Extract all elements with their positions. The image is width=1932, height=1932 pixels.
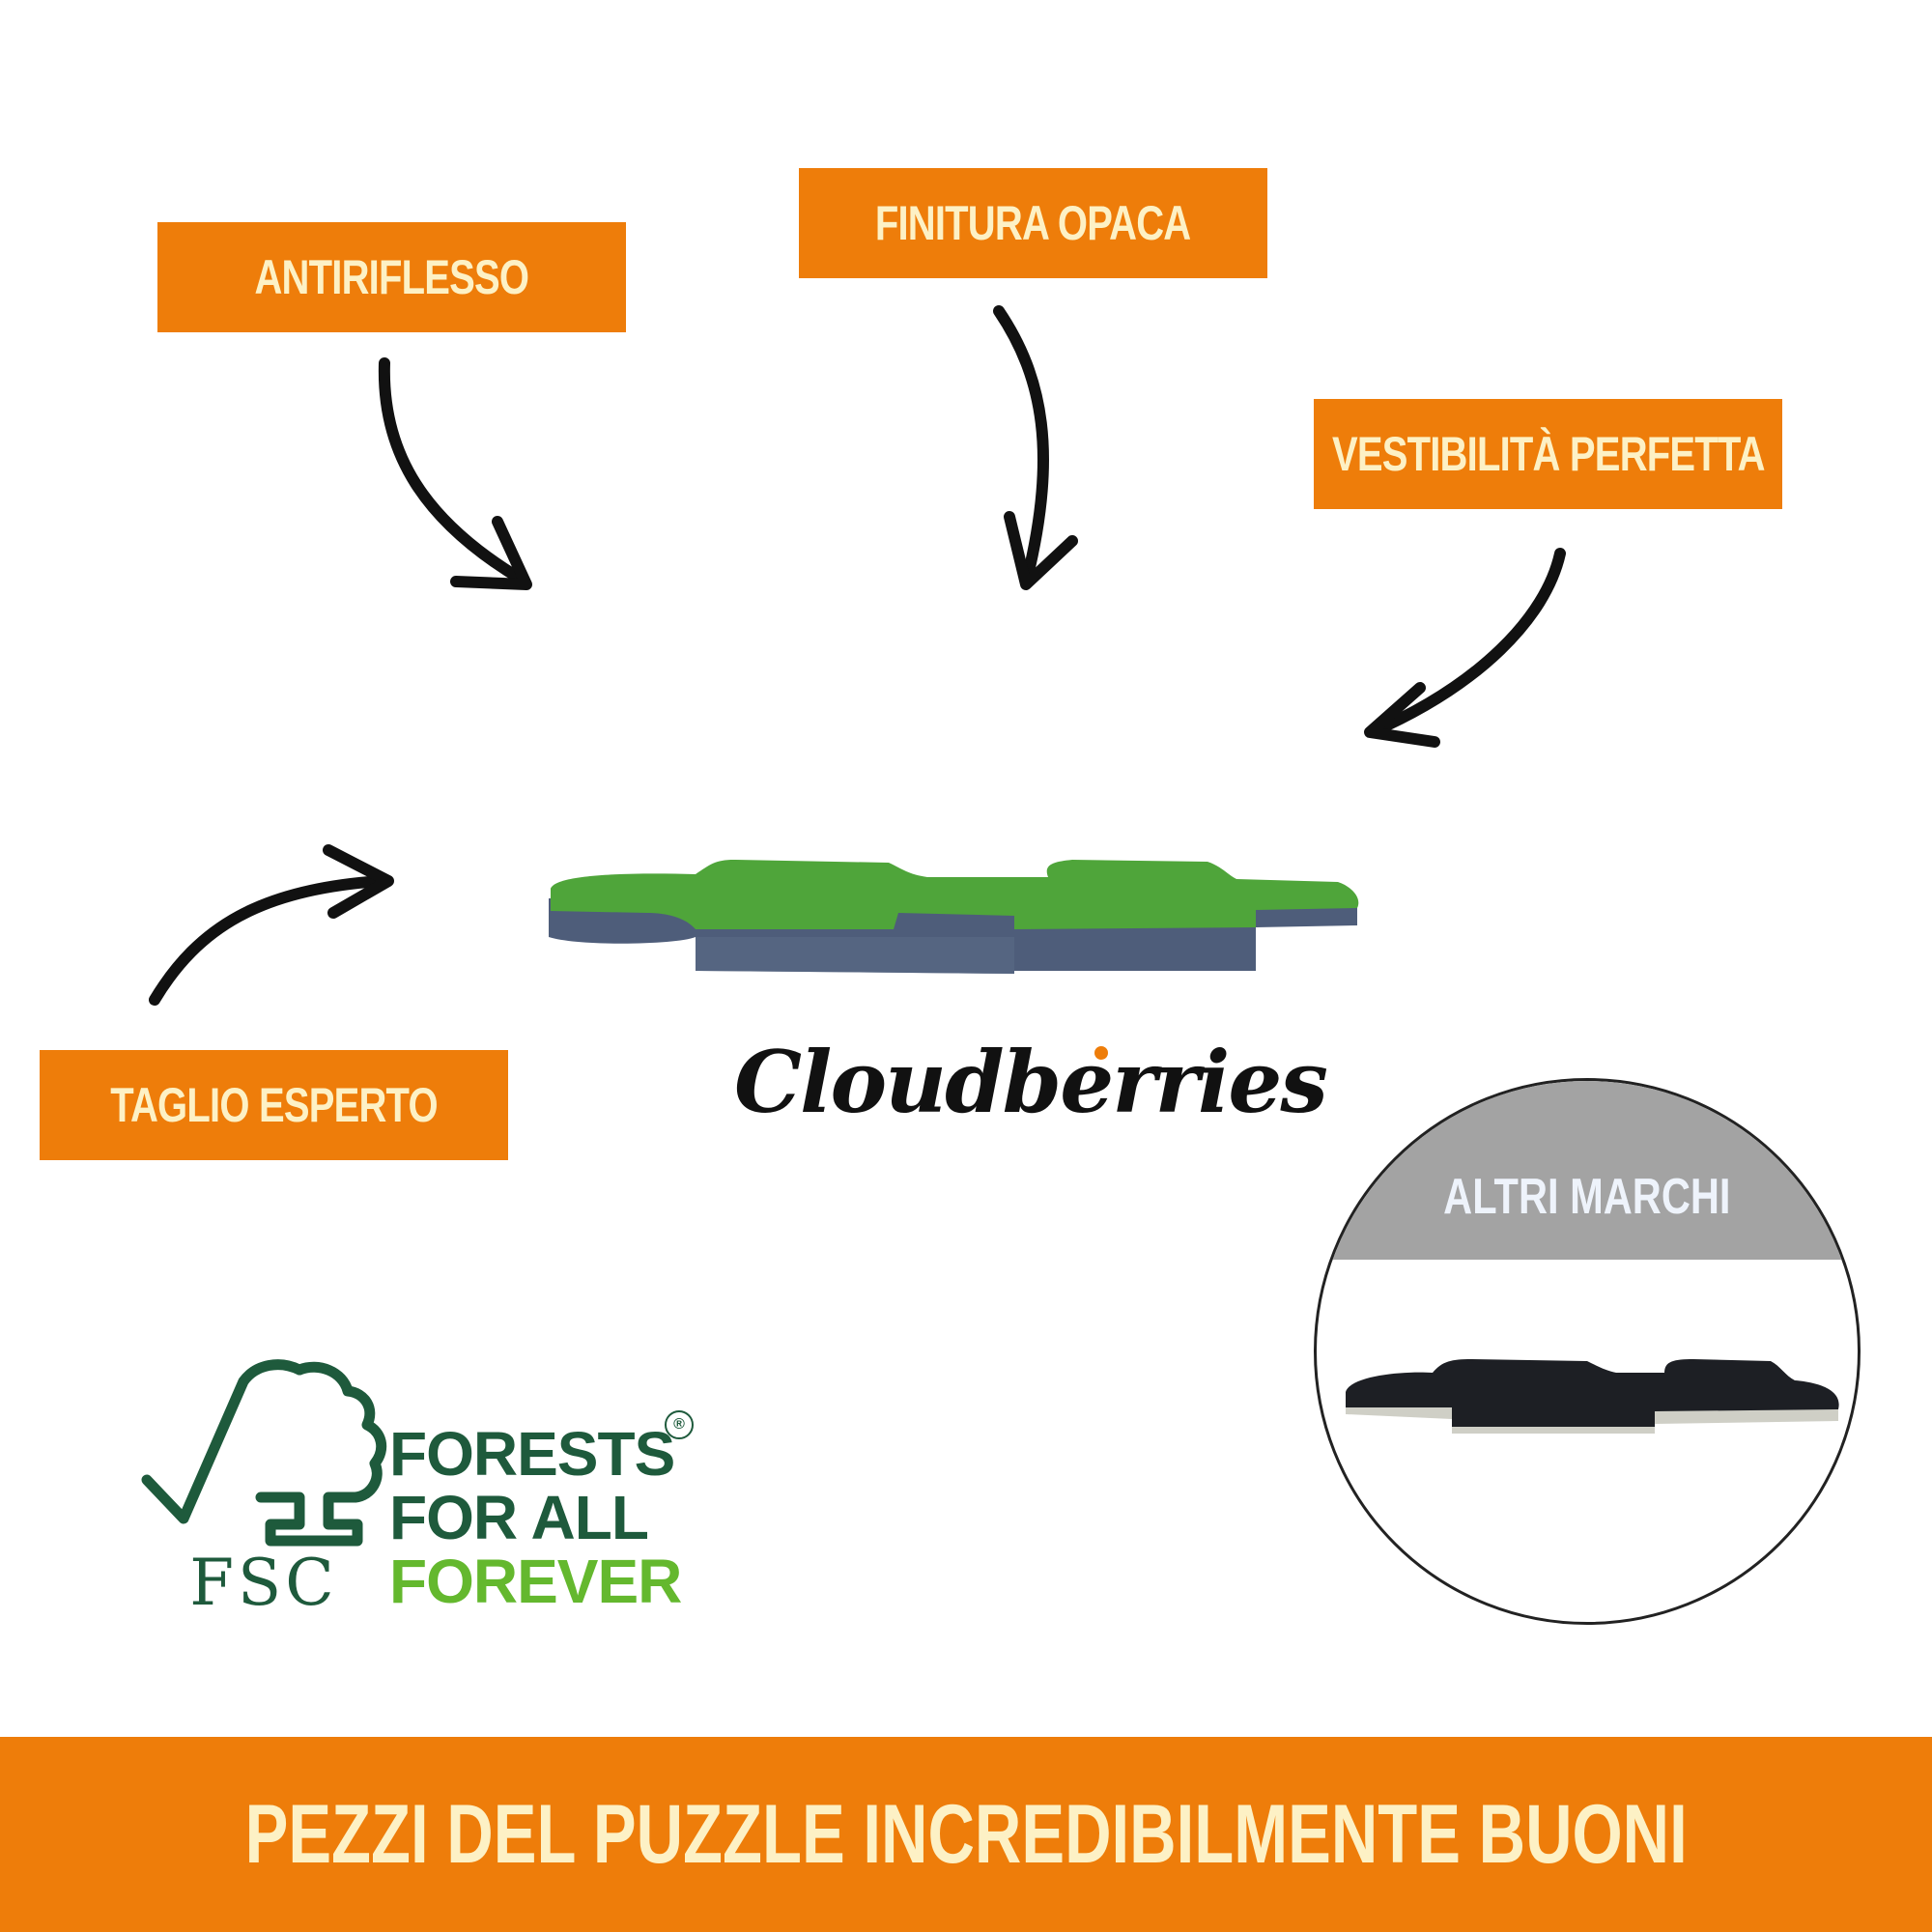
footer-title-text: PEZZI DEL PUZZLE INCREDIBILMENTE BUONI [244,1787,1688,1881]
arrowhead-finitura-icon [1004,511,1078,590]
other-brand-puzzle-piece-icon [1346,1359,1839,1434]
footer-title: PEZZI DEL PUZZLE INCREDIBILMENTE BUONI [0,1737,1932,1932]
callout-antiriflesso-text: ANTIRIFLESSO [254,250,530,304]
callout-antiriflesso: ANTIRIFLESSO [157,222,626,332]
brand-logo: Cloudberries [734,1032,1328,1132]
comparison-circle: ALTRI MARCHI [1314,1078,1861,1625]
arrowhead-vestibilita-icon [1364,682,1440,748]
comparison-label-text: ALTRI MARCHI [1443,1169,1731,1225]
callout-taglio-esperto-text: TAGLIO ESPERTO [110,1078,438,1132]
callout-finitura-opaca: FINITURA OPACA [799,168,1267,278]
arrow-taglio-icon [149,875,387,1006]
arrow-finitura-icon [993,305,1049,585]
callout-taglio-esperto: TAGLIO ESPERTO [40,1050,508,1160]
comparison-band [1317,1081,1858,1260]
fsc-tree-icon [255,1361,387,1547]
arrowhead-antiriflesso-icon [450,516,532,590]
comparison-label: ALTRI MARCHI [1317,1149,1858,1245]
footer-banner: PEZZI DEL PUZZLE INCREDIBILMENTE BUONI [0,1737,1932,1932]
brand-logo-dot-icon [1094,1046,1108,1060]
fsc-logo [141,1359,387,1547]
fsc-checkmark-icon [141,1359,305,1524]
fsc-slogan: FORESTS FOR ALL FOREVER [389,1422,718,1613]
arrow-antiriflesso-icon [378,357,527,585]
callout-finitura-opaca-text: FINITURA OPACA [875,196,1191,250]
fsc-slogan-line3: FOREVER [389,1547,682,1616]
arrow-vestibilita-icon [1366,548,1566,738]
fsc-acronym: FSC [189,1546,338,1620]
fsc-slogan-line1: FORESTS [389,1419,675,1489]
arrowhead-taglio-icon [323,844,394,919]
callout-vestibilita-perfetta-text: VESTIBILITÀ PERFETTA [1331,427,1766,481]
registered-mark-icon: ® [665,1410,694,1439]
puzzle-piece-cloudberries-icon [549,860,1359,974]
callout-vestibilita-perfetta: VESTIBILITÀ PERFETTA [1314,399,1782,509]
fsc-slogan-line2: FOR ALL [389,1483,649,1552]
